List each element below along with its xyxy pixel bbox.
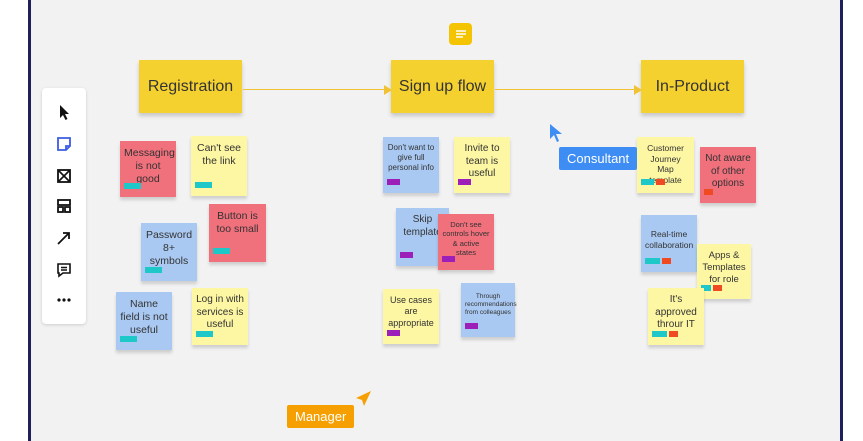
tag-chip	[458, 179, 471, 185]
sticky-text: Use cases are appropriate	[388, 295, 434, 328]
consultant-cursor-label: Consultant	[559, 147, 638, 170]
sticky-note[interactable]: Name field is not useful	[116, 292, 172, 350]
frame-icon[interactable]	[54, 166, 74, 186]
sticky-text: Skip template	[403, 214, 442, 238]
tag-chip	[195, 182, 212, 188]
sticky-note[interactable]: Messaging is not good	[120, 141, 176, 197]
frame-header-signup[interactable]: Sign up flow	[391, 60, 494, 113]
sticky-text: Through recommendations from colleagues	[465, 293, 517, 317]
arrow-icon[interactable]	[54, 228, 74, 248]
tag-chip	[213, 248, 230, 254]
sticky-note[interactable]: Apps & Templates for role	[697, 244, 751, 299]
sticky-note[interactable]: Don't see controls hover & active states	[438, 214, 494, 270]
sticky-text: Password 8+ symbols	[145, 229, 193, 268]
sticky-note[interactable]: Through recommendations from colleagues	[461, 283, 517, 337]
frame-header-label: Sign up flow	[398, 77, 487, 95]
select-tool-icon[interactable]	[54, 102, 74, 122]
tag-chip	[701, 285, 711, 291]
sticky-text: It's approved throur IT	[655, 294, 697, 330]
tag-chip	[669, 331, 678, 337]
sticky-note[interactable]: Not aware of other options	[700, 147, 756, 203]
sticky-text: Invite to team is useful	[464, 143, 500, 179]
tag-chip	[145, 267, 162, 273]
sticky-text: Can't see the link	[196, 142, 242, 168]
sticky-note[interactable]: Use cases are appropriate	[383, 289, 439, 344]
connector-line[interactable]	[243, 89, 384, 90]
tag-chip	[662, 258, 671, 264]
sticky-text: Customer Journey Map template	[647, 143, 684, 185]
tag-chip	[652, 331, 667, 337]
tag-chip	[641, 179, 654, 185]
tag-chip	[465, 323, 478, 329]
manager-cursor-label: Manager	[287, 405, 355, 428]
sticky-note[interactable]: Button is too small	[209, 204, 266, 262]
sticky-text: Not aware of other options	[705, 153, 751, 189]
sticky-text: Don't want to give full personal info	[387, 143, 435, 172]
connector-line[interactable]	[495, 89, 634, 90]
comment-icon[interactable]	[54, 260, 74, 280]
sticky-text: Real-time collaboration	[645, 229, 694, 250]
sticky-text: Log in with services is useful	[196, 294, 244, 330]
sticky-note[interactable]: It's approved throur IT	[648, 288, 704, 345]
tag-chip	[400, 252, 413, 258]
sticky-text: Button is too small	[216, 210, 259, 236]
frame-header-registration[interactable]: Registration	[139, 60, 242, 113]
sticky-text: Apps & Templates for role	[702, 250, 746, 285]
sticky-note[interactable]: Customer Journey Map template	[637, 137, 694, 193]
comment-marker-icon[interactable]	[449, 23, 472, 45]
frame-header-label: Registration	[147, 77, 234, 95]
arrow-head-icon	[384, 85, 392, 95]
sticky-note[interactable]: Log in with services is useful	[192, 288, 248, 345]
tag-chip	[645, 258, 660, 264]
left-toolbar	[42, 88, 86, 324]
sticky-note-icon[interactable]	[54, 134, 74, 154]
tag-chip	[387, 330, 400, 336]
sticky-note[interactable]: Real-time collaboration	[641, 215, 697, 272]
manager-cursor-icon	[354, 390, 372, 413]
sticky-note[interactable]: Password 8+ symbols	[141, 223, 197, 281]
sticky-text: Name field is not useful	[120, 298, 168, 337]
tag-chip	[704, 189, 713, 195]
frame-header-inproduct[interactable]: In-Product	[641, 60, 744, 113]
tag-chip	[120, 336, 137, 342]
sticky-text: Messaging is not good	[124, 147, 175, 186]
template-icon[interactable]	[54, 196, 74, 216]
tag-chip	[124, 183, 141, 189]
more-icon[interactable]	[54, 290, 74, 310]
consultant-cursor-icon	[549, 123, 563, 148]
sticky-note[interactable]: Invite to team is useful	[454, 137, 510, 193]
frame-header-label: In-Product	[655, 77, 730, 95]
sticky-text: Don't see controls hover & active states	[442, 220, 490, 258]
sticky-note[interactable]: Can't see the link	[191, 136, 247, 196]
tag-chip	[442, 256, 455, 262]
tag-chip	[387, 179, 400, 185]
tag-chip	[196, 331, 213, 337]
tag-chip	[713, 285, 722, 291]
sticky-note[interactable]: Don't want to give full personal info	[383, 137, 439, 193]
tag-chip	[656, 179, 665, 185]
arrow-head-icon	[634, 85, 642, 95]
